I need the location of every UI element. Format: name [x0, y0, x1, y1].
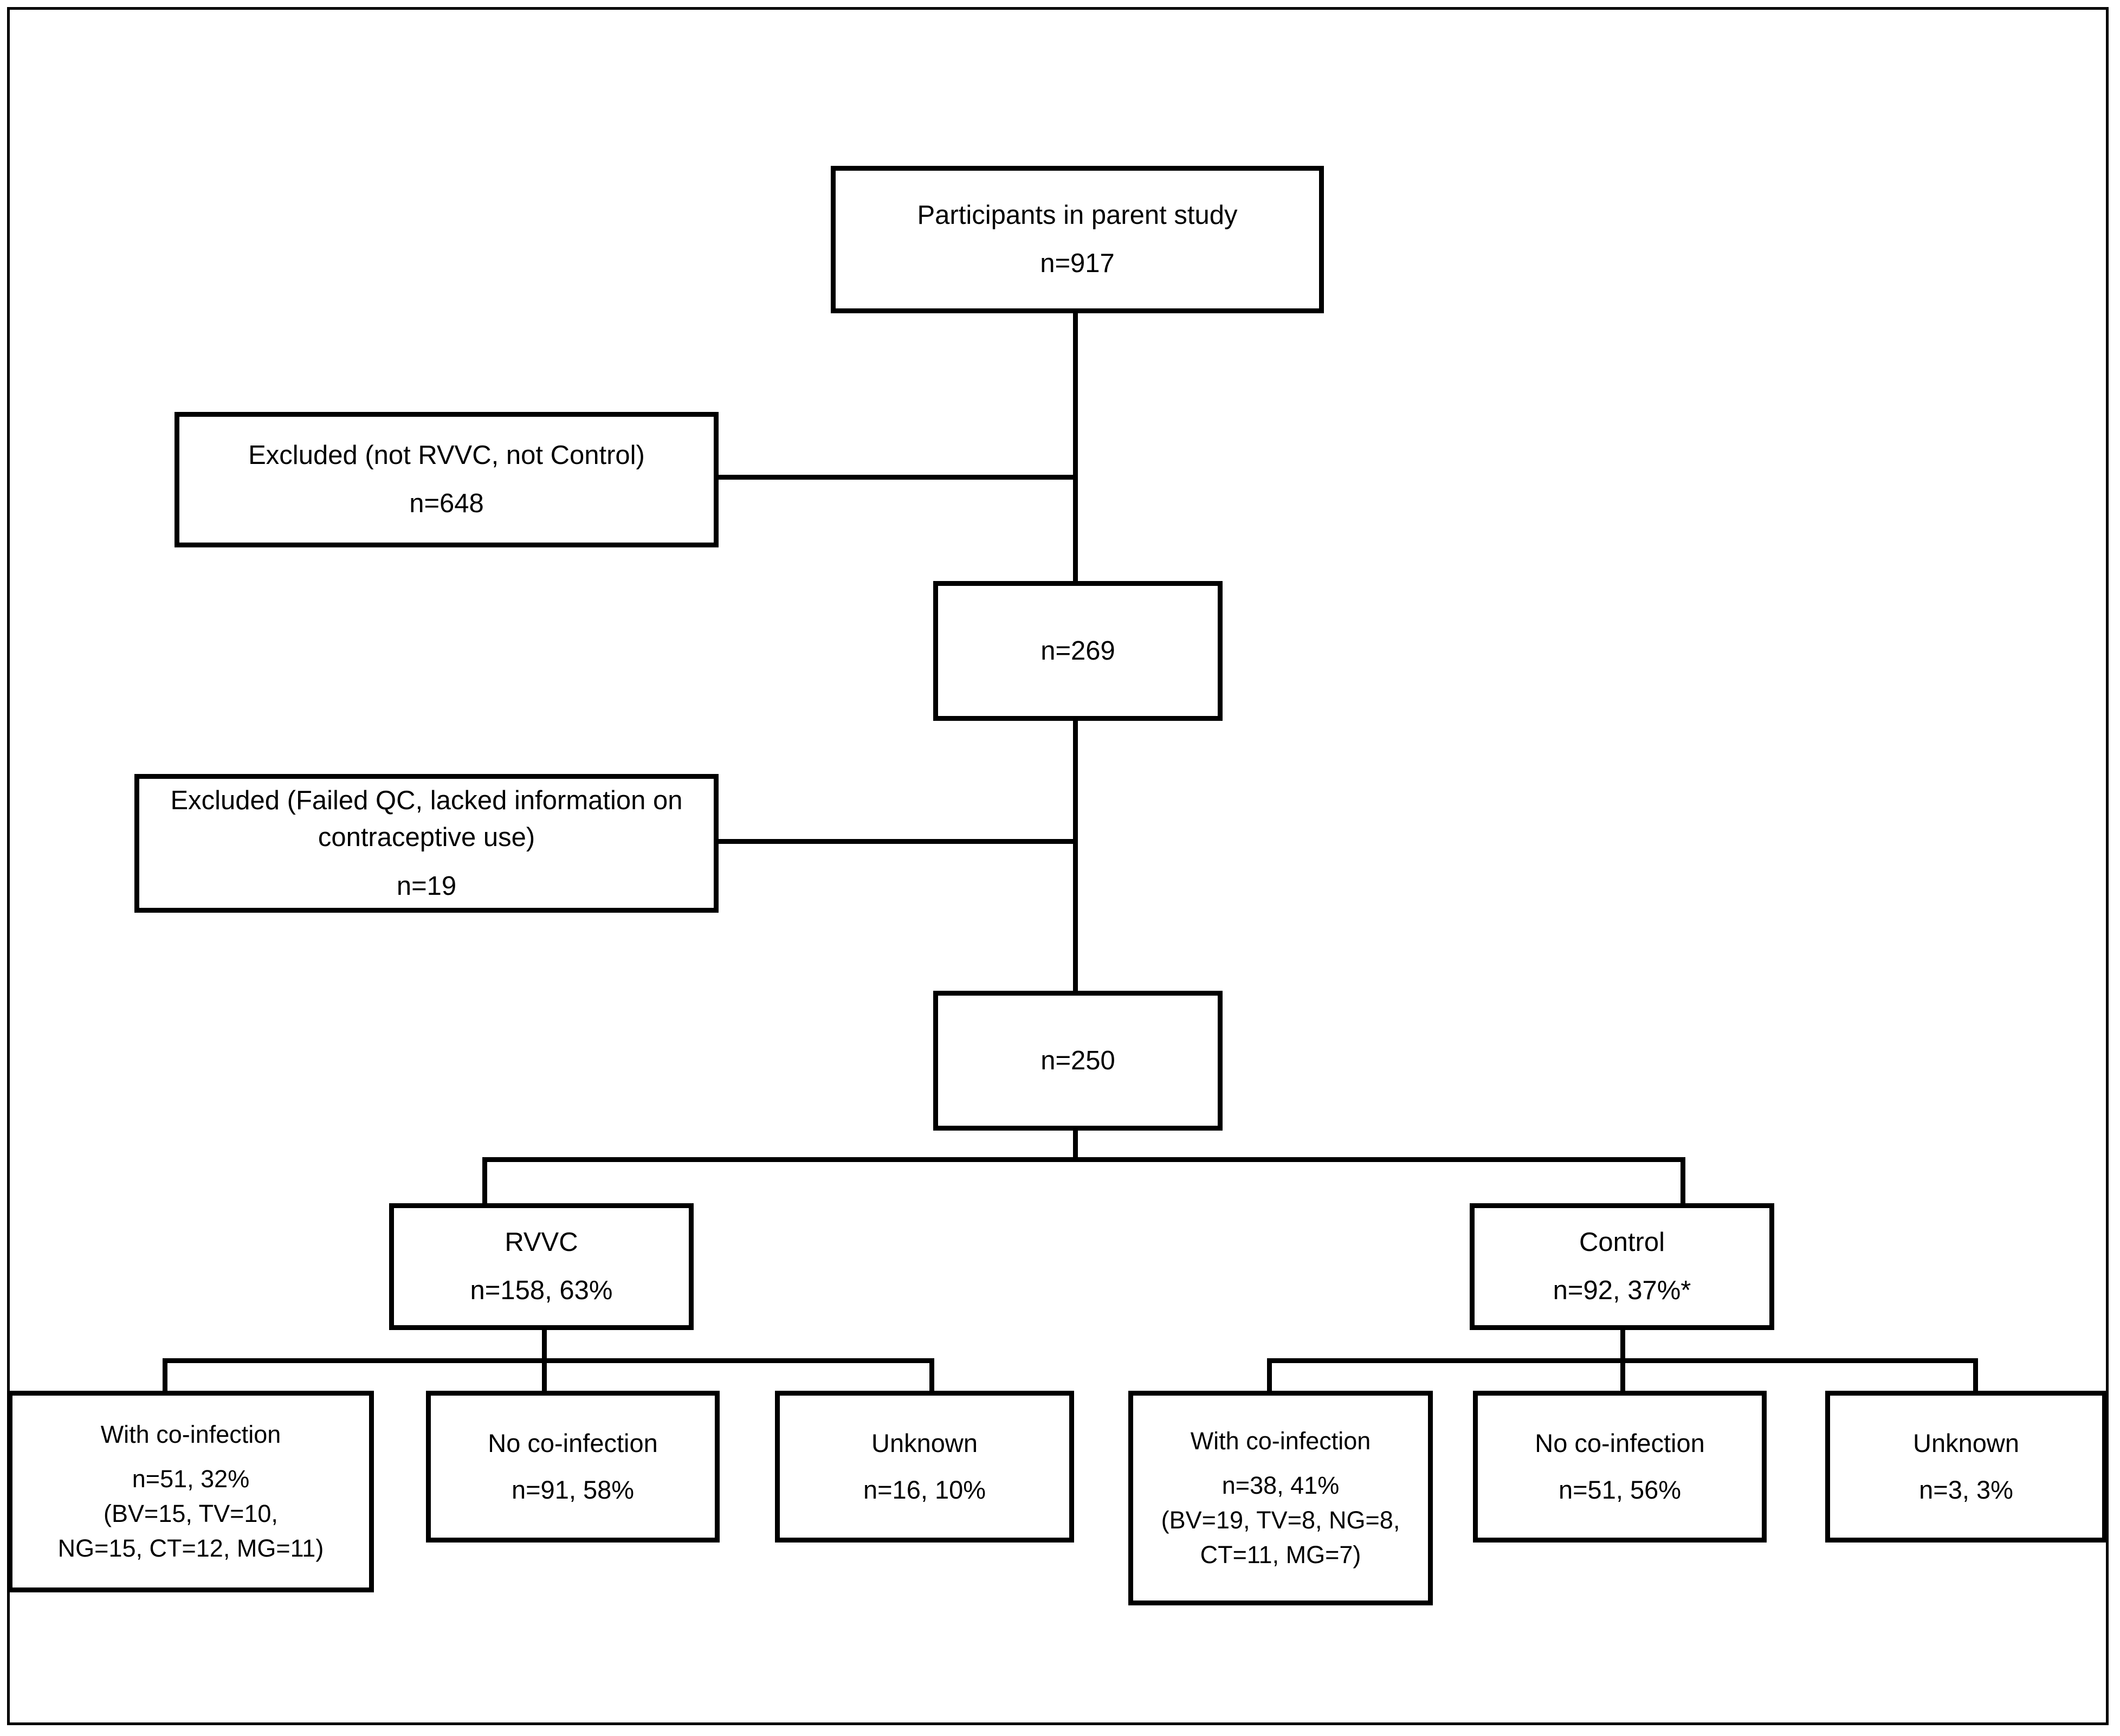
connector-n269-to-excluded2 — [716, 839, 1076, 844]
rvvc-unknown-count: n=16, 10% — [863, 1475, 986, 1504]
connector-subbus-to-control-unknown — [1973, 1358, 1978, 1392]
rvvc-with-coinfection-detail-line1: (BV=15, TV=10, — [104, 1500, 278, 1528]
rvvc-no-coinfection-label: No co-infection — [488, 1428, 658, 1457]
excluded-1-count: n=648 — [409, 489, 484, 519]
node-parent-study[interactable]: Participants in parent study n=917 — [831, 166, 1324, 313]
connector-n917-to-excluded1 — [716, 475, 1076, 480]
connector-subbus-to-control-with-coinfection — [1267, 1358, 1272, 1392]
rvvc-subgroup-bus — [163, 1358, 934, 1363]
control-with-coinfection-detail-line2: CT=11, MG=7) — [1200, 1541, 1361, 1569]
connector-subbus-to-rvvc-unknown — [929, 1358, 934, 1392]
node-excluded-failed-qc[interactable]: Excluded (Failed QC, lacked information … — [134, 774, 719, 913]
rvvc-with-coinfection-label: With co-infection — [100, 1421, 281, 1449]
control-no-coinfection-label: No co-infection — [1535, 1428, 1705, 1457]
control-no-coinfection-count: n=51, 56% — [1558, 1475, 1682, 1504]
connector-subbus-to-rvvc-with-coinfection — [163, 1358, 167, 1392]
control-unknown-count: n=3, 3% — [1919, 1475, 2013, 1504]
connector-subbus-to-rvvc-no-coinfection — [542, 1358, 547, 1392]
group-split-bus — [482, 1157, 1685, 1162]
node-rvvc-unknown[interactable]: Unknown n=16, 10% — [775, 1391, 1074, 1543]
rvvc-with-coinfection-detail-line2: NG=15, CT=12, MG=11) — [57, 1534, 324, 1563]
rvvc-no-coinfection-count: n=91, 58% — [511, 1475, 635, 1504]
connector-rvvc-to-subbus — [542, 1329, 547, 1363]
node-control[interactable]: Control n=92, 37%* — [1470, 1203, 1774, 1330]
connector-groupbus-to-rvvc — [482, 1157, 487, 1206]
connector-n269-to-n250 — [1073, 721, 1078, 992]
connector-groupbus-to-control — [1681, 1157, 1685, 1206]
control-unknown-label: Unknown — [1913, 1428, 2019, 1457]
parent-study-label: Participants in parent study — [917, 200, 1238, 230]
excluded-2-label-line2: contraceptive use) — [318, 823, 535, 853]
n269-count: n=269 — [1040, 636, 1115, 666]
excluded-1-label: Excluded (not RVVC, not Control) — [248, 440, 645, 470]
node-excluded-not-rvvc-not-control[interactable]: Excluded (not RVVC, not Control) n=648 — [174, 412, 719, 547]
rvvc-label: RVVC — [505, 1227, 578, 1257]
connector-parentstudy-to-n269 — [1073, 310, 1078, 581]
node-control-unknown[interactable]: Unknown n=3, 3% — [1825, 1391, 2107, 1543]
node-control-with-coinfection[interactable]: With co-infection n=38, 41% (BV=19, TV=8… — [1128, 1391, 1433, 1605]
control-with-coinfection-label: With co-infection — [1190, 1427, 1371, 1455]
node-control-no-coinfection[interactable]: No co-infection n=51, 56% — [1473, 1391, 1767, 1543]
excluded-2-label-line1: Excluded (Failed QC, lacked information … — [170, 785, 683, 815]
node-rvvc[interactable]: RVVC n=158, 63% — [389, 1203, 694, 1330]
node-n250[interactable]: n=250 — [933, 991, 1223, 1131]
control-with-coinfection-count: n=38, 41% — [1221, 1472, 1340, 1500]
rvvc-unknown-label: Unknown — [871, 1428, 978, 1457]
control-with-coinfection-detail-line1: (BV=19, TV=8, NG=8, — [1161, 1506, 1400, 1534]
connector-n250-to-groupbus — [1073, 1130, 1078, 1162]
parent-study-count: n=917 — [1040, 249, 1115, 279]
n250-count: n=250 — [1040, 1046, 1115, 1075]
rvvc-count: n=158, 63% — [470, 1276, 613, 1306]
rvvc-with-coinfection-count: n=51, 32% — [132, 1465, 250, 1493]
node-rvvc-no-coinfection[interactable]: No co-infection n=91, 58% — [426, 1391, 720, 1543]
node-n269[interactable]: n=269 — [933, 581, 1223, 721]
control-label: Control — [1579, 1227, 1665, 1257]
node-rvvc-with-coinfection[interactable]: With co-infection n=51, 32% (BV=15, TV=1… — [8, 1391, 374, 1592]
control-count: n=92, 37%* — [1553, 1276, 1691, 1306]
excluded-2-count: n=19 — [396, 871, 457, 901]
connector-control-to-subbus — [1620, 1329, 1625, 1363]
connector-subbus-to-control-no-coinfection — [1620, 1358, 1625, 1392]
